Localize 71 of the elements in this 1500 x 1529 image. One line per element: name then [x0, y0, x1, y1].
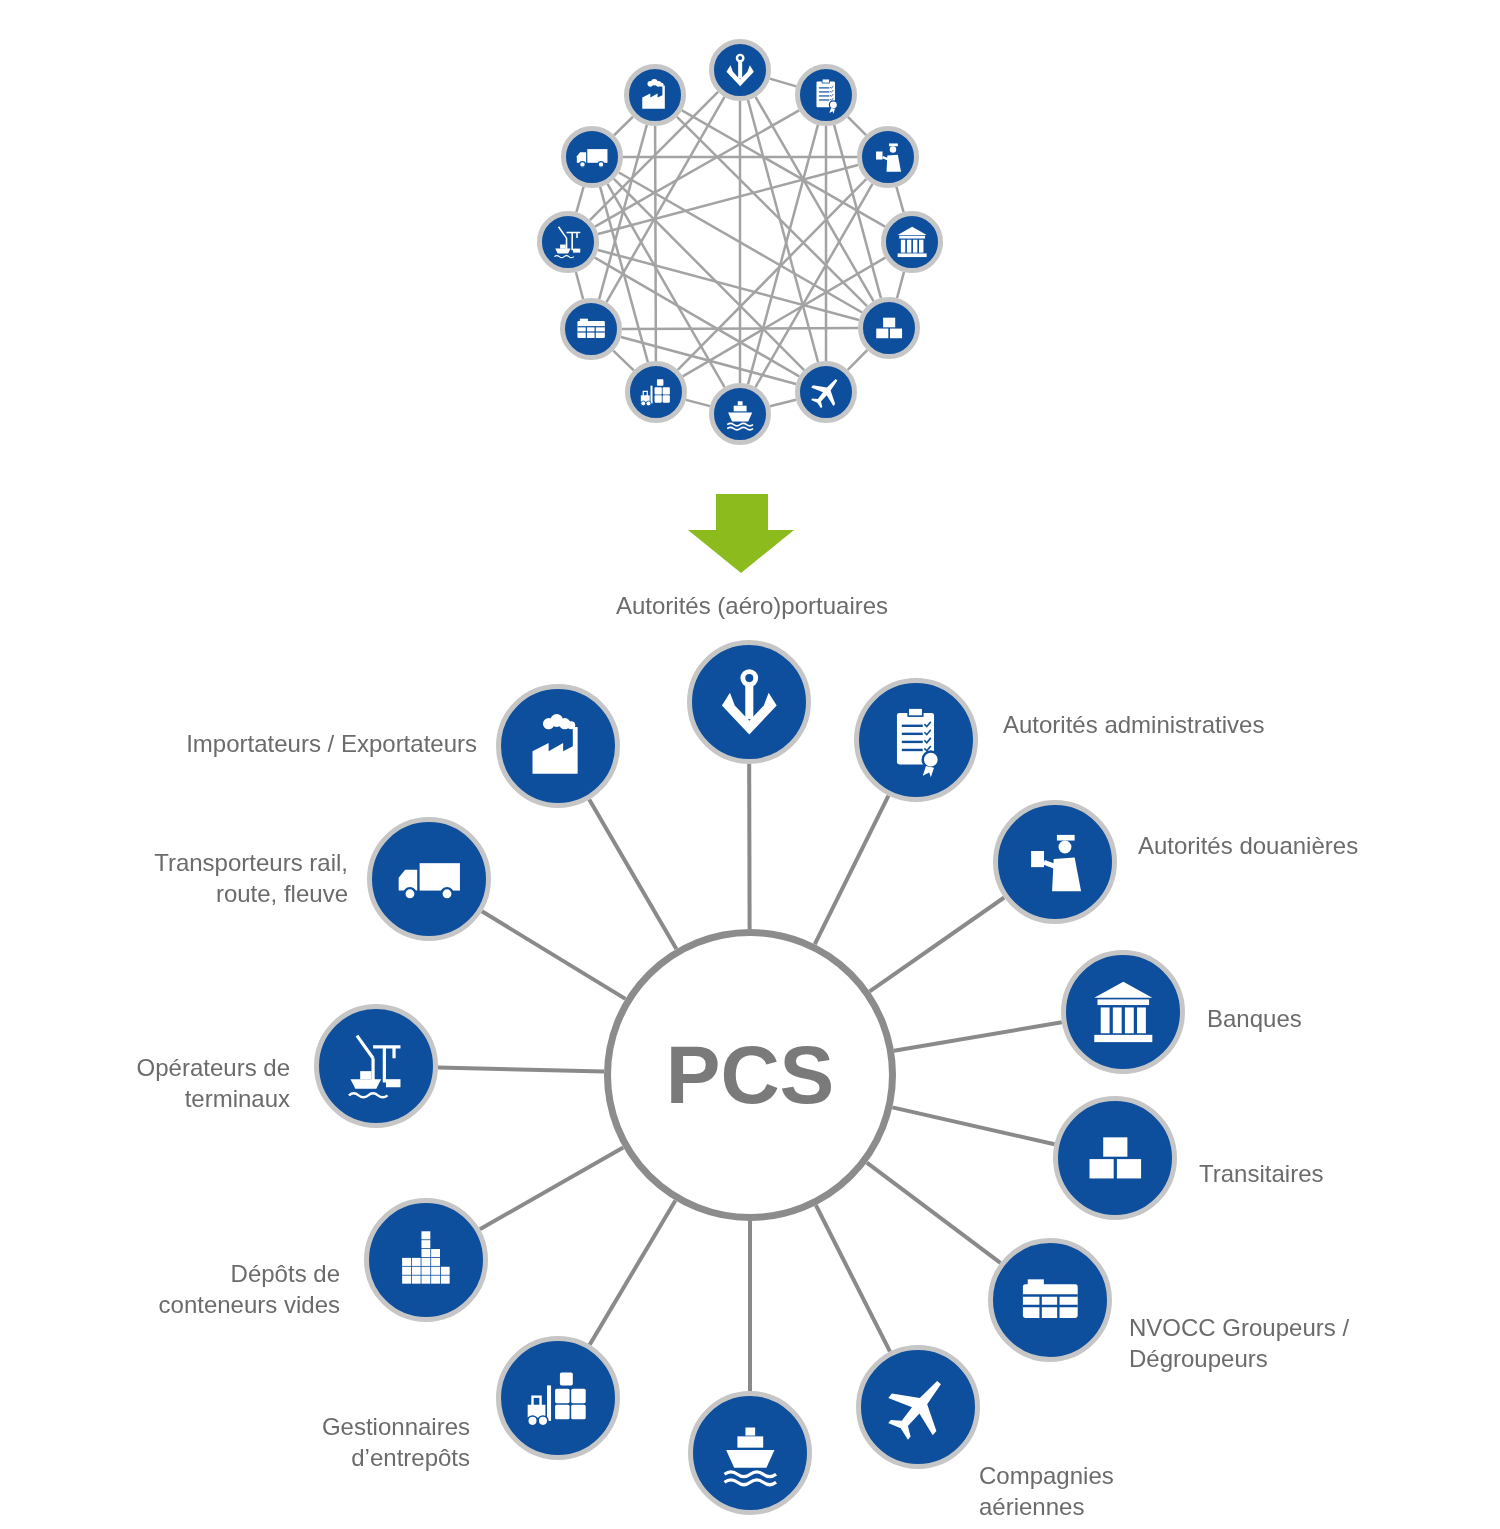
connector-line [895, 271, 906, 299]
connector-line [478, 1145, 625, 1231]
connector-line [623, 155, 857, 159]
connector-line [895, 186, 905, 213]
stakeholder-label: Autorités douanières [1138, 831, 1360, 861]
connector-line [575, 186, 585, 213]
connector-line [748, 1221, 752, 1391]
connector-line [824, 126, 828, 361]
connector-line [613, 115, 634, 137]
stakeholder-circle [560, 298, 622, 360]
connector-line [868, 895, 1006, 994]
connector-line [769, 398, 797, 408]
connector-line [746, 99, 820, 363]
stakeholder-label: Opérateurs de terminaux [135, 1053, 290, 1114]
connector-line [813, 794, 891, 946]
stakeholder-circle [625, 361, 687, 423]
connector-line [682, 256, 886, 378]
stakeholder-label: Compagnies aériennes [979, 1461, 1115, 1522]
connector-line [597, 124, 649, 300]
stakeholder-label: NVOCC Groupeurs / Dégroupeurs [1129, 1313, 1351, 1374]
stakeholder-label: Importateurs / Exportateurs [185, 729, 477, 759]
connector-line [618, 171, 863, 314]
connector-line [574, 271, 585, 300]
stakeholder-label: Transitaires [1199, 1159, 1325, 1189]
connector-line [681, 109, 886, 228]
connector-line [597, 163, 859, 236]
connector-line [613, 178, 805, 371]
stakeholder-circle [624, 64, 686, 126]
connector-line [676, 178, 868, 371]
connector-line [746, 124, 820, 385]
stakeholder-label: Autorités (aéro)portuaires [614, 591, 890, 621]
connector-line [587, 798, 679, 950]
connector-line [587, 1199, 678, 1346]
stakeholder-label: Transporteurs rail, route, fleuve [153, 848, 348, 909]
hub-label: PCS [665, 1034, 835, 1116]
connector-line [589, 91, 719, 221]
stakeholder-circle [795, 64, 857, 126]
connector-line [597, 248, 860, 322]
connector-line [480, 909, 627, 1001]
connector-line [612, 349, 635, 372]
connector-line [605, 96, 726, 303]
connector-line [891, 1105, 1055, 1147]
connector-line [676, 116, 868, 307]
connector-line [747, 764, 752, 929]
connector-line [437, 1065, 605, 1074]
connector-line [622, 326, 858, 331]
stakeholder-circle [858, 297, 920, 359]
stakeholder-circle [795, 361, 857, 423]
stakeholder-label: Banques [1207, 1004, 1303, 1034]
connector-line [754, 183, 874, 388]
connector-line [594, 256, 800, 378]
connector-line [893, 1020, 1063, 1053]
connector-line [594, 109, 800, 228]
stakeholder-label: Gestionnaires d’entrepôts [320, 1412, 470, 1473]
stakeholder-circle [561, 126, 623, 188]
connector-line [846, 349, 869, 371]
connector-line [620, 335, 797, 386]
stakeholder-label: Dépôts de conteneurs vides [157, 1259, 340, 1320]
connector-line [653, 126, 658, 361]
connector-line [685, 398, 711, 408]
connector-line [606, 183, 726, 388]
connector-line [754, 96, 875, 302]
connector-line [847, 116, 867, 136]
connector-line [598, 186, 650, 363]
stakeholder-label: Autorités administratives [1003, 710, 1266, 740]
connector-line [814, 1204, 892, 1353]
connector-line [738, 101, 742, 383]
stakeholder-circle [857, 126, 919, 188]
connector-line [769, 77, 797, 88]
connector-line [865, 1161, 1002, 1265]
connector-line [832, 124, 883, 299]
